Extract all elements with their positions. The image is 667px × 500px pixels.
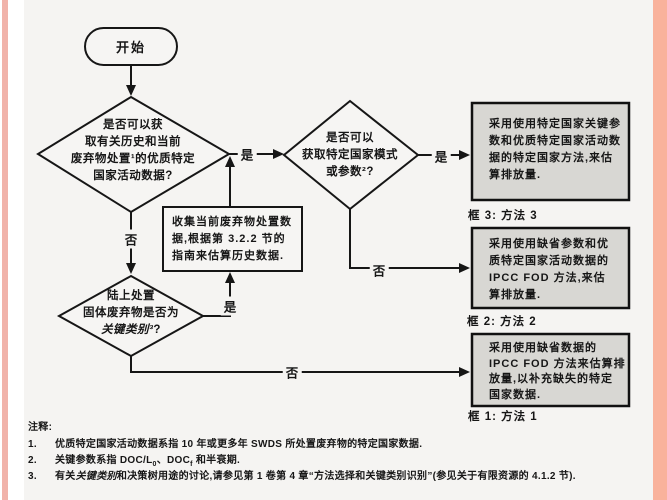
decision-2-line: 是否可以 [326, 132, 374, 144]
footnote-2-text: 关键参数系指 DOC/L0、DOCf 和半衰期. [55, 455, 241, 468]
footnote-3-text: 有关关键类别和决策树用途的讨论,请参见第 1 卷第 4 章“方法选择和关键类别识… [55, 471, 576, 482]
decision-1-line: 国家活动数据? [93, 170, 173, 182]
box2-shape [470, 226, 631, 310]
decision-1-shape [36, 95, 231, 214]
collect-box-line: 据,根据第 3.2.2 节的 [172, 233, 286, 245]
edge-label-no-d3: 否 [282, 362, 302, 382]
box2-caption: 框 2: 方法 2 [467, 316, 537, 328]
box1-line: IPCC FOD 方法来估算排 [489, 357, 626, 370]
footnotes-title: 注释: [28, 422, 53, 433]
key-category-italic: 关键类别 [75, 471, 117, 482]
collect-box-text: 收集当前废弃物处置数 据,根据第 3.2.2 节的 指南来估算历史数据. [172, 214, 296, 265]
box1-shape [470, 332, 631, 408]
right-accent-stripe [653, 0, 667, 500]
arrowhead-into-d1 [126, 85, 136, 96]
box3-shape [470, 101, 631, 202]
footnote-3-number: 3. [28, 471, 37, 482]
box2-line: 质特定国家活动数据的 [489, 255, 609, 267]
footnote-2: 2. 关键参数系指 DOC/L0、DOCf 和半衰期. [28, 451, 240, 468]
left-accent-stripe [2, 0, 8, 500]
decision-3-line: 关键类别³? [101, 324, 161, 336]
decision-3-line: 陆上处置 [107, 290, 155, 302]
edge-label-no-d2: 否 [369, 260, 389, 280]
decision-3-line: 固体废弃物是否为 [83, 307, 179, 319]
box2-line: IPCC FOD 方法,来估 [489, 272, 606, 284]
box3-caption: 框 3: 方法 3 [468, 210, 538, 222]
arrowheads [126, 85, 470, 377]
arrowhead-into-box2 [459, 263, 470, 273]
subscript-f: f [190, 461, 193, 468]
footnote-1: 1. 优质特定国家活动数据系指 10 年或更多年 SWDS 所处置废弃物的特定国家… [28, 435, 422, 450]
edge-label-yes-d2: 是 [431, 146, 451, 166]
box1-text: 采用使用缺省数据的 IPCC FOD 方法来估算排 放量,以补充缺失的特定 国家… [489, 341, 626, 403]
box3-line: 数和优质特定国家活动数 [489, 135, 621, 147]
box1-line: 放量,以补充缺失的特定 [489, 373, 614, 385]
decision-1-line: 是否可以获 [103, 119, 163, 131]
box3-text: 采用使用特定国家关键参 数和优质特定国家活动数 据的特定国家方法,来估 算排放量… [489, 116, 621, 184]
decision-2-line: 获取特定国家模式 [302, 149, 398, 161]
box2-line: 采用使用缺省参数和优 [489, 238, 609, 250]
subscript-zero: 0 [152, 461, 157, 468]
decision-2-line: 或参数²? [326, 166, 374, 178]
decision-1-line: 取有关历史和当前 [85, 136, 181, 148]
key-category-italic: 关键类别³ [101, 324, 154, 336]
footnote-1-text: 优质特定国家活动数据系指 10 年或更多年 SWDS 所处置废弃物的特定国家数据… [55, 439, 423, 450]
start-node-label: 开始 [115, 40, 146, 55]
collect-box-line: 指南来估算历史数据. [172, 250, 285, 262]
edge-label-no-d1: 否 [121, 229, 141, 249]
box1-line: 国家数据. [489, 388, 542, 401]
edge-label-yes-d1: 是 [237, 144, 257, 164]
decision-1-text: 是否可以获 取有关历史和当前 废弃物处置¹的优质特定 国家活动数据? [41, 117, 225, 185]
footnote-1-number: 1. [28, 439, 37, 450]
arrowhead-into-box3 [459, 150, 470, 160]
box1-caption: 框 1: 方法 1 [468, 411, 538, 423]
collect-box-shape [162, 206, 303, 272]
collect-box-line: 收集当前废弃物处置数 [172, 216, 292, 228]
box2-line: 算排放量. [489, 289, 542, 301]
arrowhead-into-box1 [459, 367, 470, 377]
arrowhead-collect-to-line [225, 156, 235, 167]
footnote-3: 3. 有关关键类别和决策树用途的讨论,请参见第 1 卷第 4 章“方法选择和关键类… [28, 467, 576, 482]
decision-1-line: 废弃物处置¹的优质特定 [70, 153, 196, 165]
box3-line: 采用使用特定国家关键参 [489, 118, 621, 130]
arrowhead-into-collect [225, 272, 235, 283]
box1-line: 采用使用缺省数据的 [489, 342, 597, 354]
start-node-shape [84, 27, 178, 66]
box3-line: 据的特定国家方法,来估 [489, 152, 614, 164]
decision-3-text: 陆上处置 固体废弃物是否为 关键类别³? [51, 288, 211, 339]
decision-2-shape [282, 99, 420, 211]
footnote-2-number: 2. [28, 455, 37, 466]
box2-text: 采用使用缺省参数和优 质特定国家活动数据的 IPCC FOD 方法,来估 算排放… [489, 236, 621, 304]
decision-3-shape [56, 274, 206, 358]
arrowhead-into-d2 [273, 149, 284, 159]
decision-2-text: 是否可以 获取特定国家模式 或参数²? [270, 130, 430, 181]
edge-label-yes-d3: 是 [220, 296, 240, 316]
box3-line: 算排放量. [489, 169, 542, 181]
arrowhead-into-d3 [126, 263, 136, 274]
